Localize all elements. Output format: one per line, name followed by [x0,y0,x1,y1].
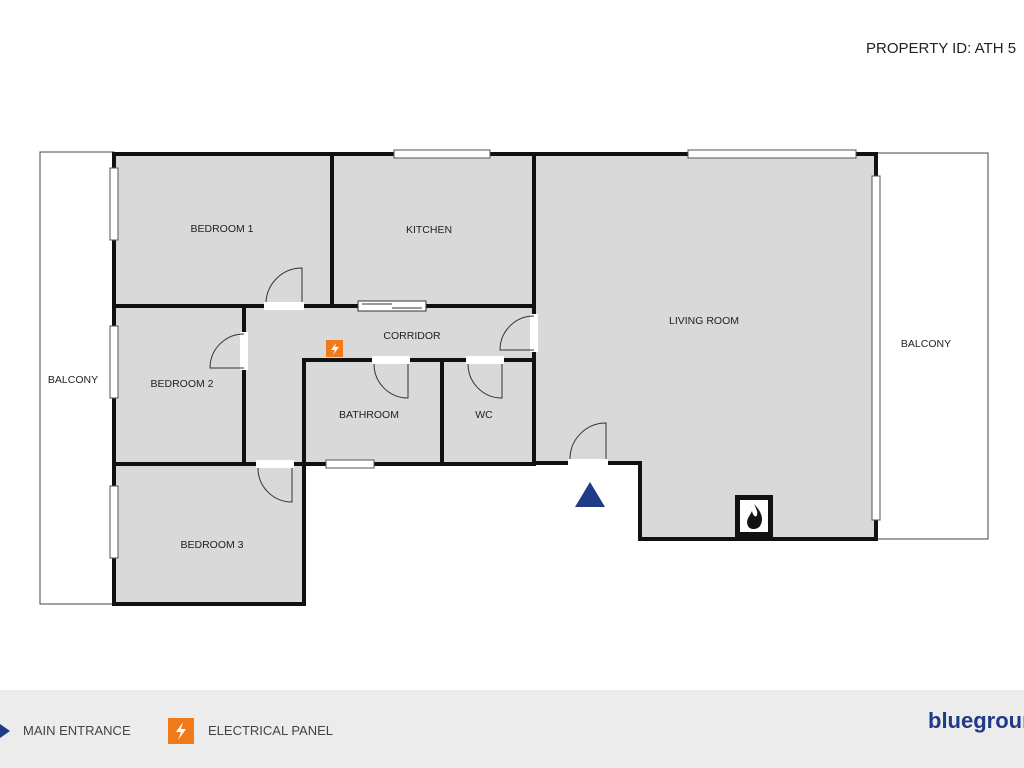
room-label-wc: WC [475,409,493,421]
room-label-balcony-right: BALCONY [901,338,951,350]
room-label-bedroom3: BEDROOM 3 [180,539,243,551]
main-entrance-icon [575,482,605,507]
property-id: PROPERTY ID: ATH 5 [866,40,1017,57]
floor-plan: BEDROOM 1 KITCHEN LIVING ROOM CORRIDOR B… [39,149,989,606]
room-fills [114,154,876,604]
room-label-bedroom1: BEDROOM 1 [190,223,253,235]
room-label-bathroom: BATHROOM [339,409,399,421]
room-label-balcony-left: BALCONY [48,374,98,386]
room-label-kitchen: KITCHEN [406,224,452,236]
doors [209,267,608,503]
sliding-door [357,300,427,312]
balcony-right [875,152,989,540]
electrical-panel-legend-icon [168,718,194,744]
room-label-bedroom2: BEDROOM 2 [150,378,213,390]
fireplace-icon [735,495,773,539]
electrical-panel-icon [326,340,343,357]
legend-electrical-panel: ELECTRICAL PANEL [208,723,333,738]
room-label-living-room: LIVING ROOM [669,315,739,327]
main-entrance-legend-icon [0,724,10,738]
room-label-corridor: CORRIDOR [383,330,441,342]
legend-main-entrance: MAIN ENTRANCE [23,723,131,738]
legend-bar: MAIN ENTRANCE ELECTRICAL PANEL bluegroun [0,690,1024,768]
brand-logo: bluegroun [928,708,1024,733]
windows [109,149,881,559]
